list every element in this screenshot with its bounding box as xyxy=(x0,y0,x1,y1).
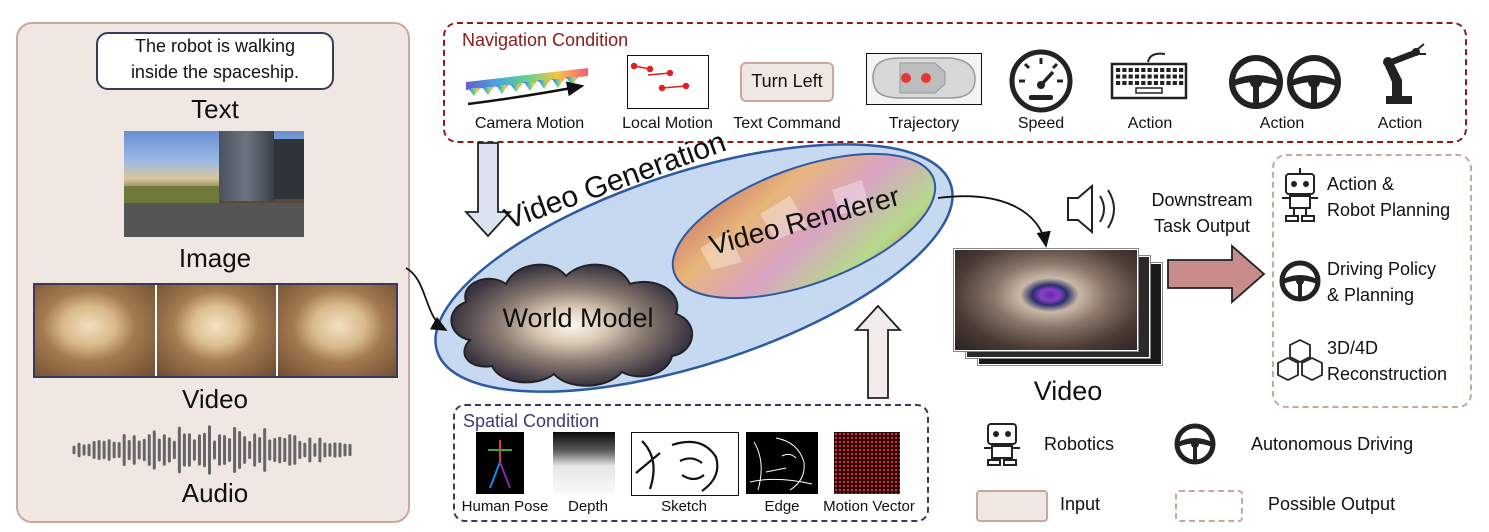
spatial-label-edge: Edge xyxy=(764,498,800,515)
legend-input: Input xyxy=(1060,494,1101,514)
spatial-label-depth: Depth xyxy=(567,498,609,515)
output-action-line-1: Action & xyxy=(1327,174,1395,194)
edge-thumb xyxy=(746,432,818,494)
spatial-label-sketch: Sketch xyxy=(661,498,707,515)
street-image xyxy=(124,131,304,237)
depth-thumb xyxy=(553,432,615,494)
turn-left-box xyxy=(740,62,834,102)
nav-label-local-motion: Local Motion xyxy=(622,115,713,132)
legend-input-swatch xyxy=(976,490,1048,522)
navigation-condition-box xyxy=(443,22,1467,143)
text-prompt-box xyxy=(96,32,334,90)
downstream-label-1: Downstream xyxy=(1151,190,1253,210)
output-driving-line-2: & Planning xyxy=(1327,285,1415,305)
legend-robotics: Robotics xyxy=(1044,434,1115,454)
navigation-condition-title: Navigation Condition xyxy=(462,30,629,50)
legend-possible-output-swatch xyxy=(1175,490,1243,522)
input-panel xyxy=(16,22,410,523)
nav-label-trajectory: Trajectory xyxy=(888,115,960,132)
output-driving-line-1: Driving Policy xyxy=(1327,259,1437,279)
world-model-label: World Model xyxy=(502,303,654,333)
possible-output-panel xyxy=(1272,154,1472,408)
sketch-thumb xyxy=(631,432,739,496)
video-input-label: Video xyxy=(181,384,249,414)
video-output-label: Video xyxy=(1033,376,1103,406)
output-reconstruction-line-2: Reconstruction xyxy=(1327,364,1448,384)
text-label: Text xyxy=(191,94,239,124)
spatial-condition-title: Spatial Condition xyxy=(463,411,600,431)
video-strip xyxy=(33,283,398,378)
nav-label-action-keyboard: Action xyxy=(1127,115,1173,132)
image-label: Image xyxy=(178,243,252,273)
nav-label-camera-motion: Camera Motion xyxy=(474,115,585,132)
nav-label-speed: Speed xyxy=(1017,115,1065,132)
nav-label-action-robot: Action xyxy=(1377,115,1423,132)
legend-autonomous-driving: Autonomous Driving xyxy=(1251,434,1414,454)
downstream-label-2: Task Output xyxy=(1153,216,1251,236)
local-motion-box xyxy=(627,55,709,109)
output-reconstruction-line-1: 3D/4D xyxy=(1327,338,1379,358)
turn-left-text: Turn Left xyxy=(751,71,823,91)
motion-vector-thumb xyxy=(834,432,900,494)
output-action-line-2: Robot Planning xyxy=(1327,200,1451,220)
legend-possible-output: Possible Output xyxy=(1268,494,1396,514)
audio-label: Audio xyxy=(181,478,249,508)
spatial-label-motion-vector: Motion Vector xyxy=(823,498,915,515)
text-prompt-line-2: inside the spaceship. xyxy=(130,62,300,82)
text-prompt-line-1: The robot is walking xyxy=(134,36,296,56)
spatial-condition-box xyxy=(453,404,929,522)
nav-label-text-command: Text Command xyxy=(733,115,841,132)
nav-label-action-driving: Action xyxy=(1259,115,1305,132)
human-pose-thumb xyxy=(476,432,524,494)
eye-video-frame xyxy=(954,249,1138,351)
spatial-label-human-pose: Human Pose xyxy=(461,498,549,515)
